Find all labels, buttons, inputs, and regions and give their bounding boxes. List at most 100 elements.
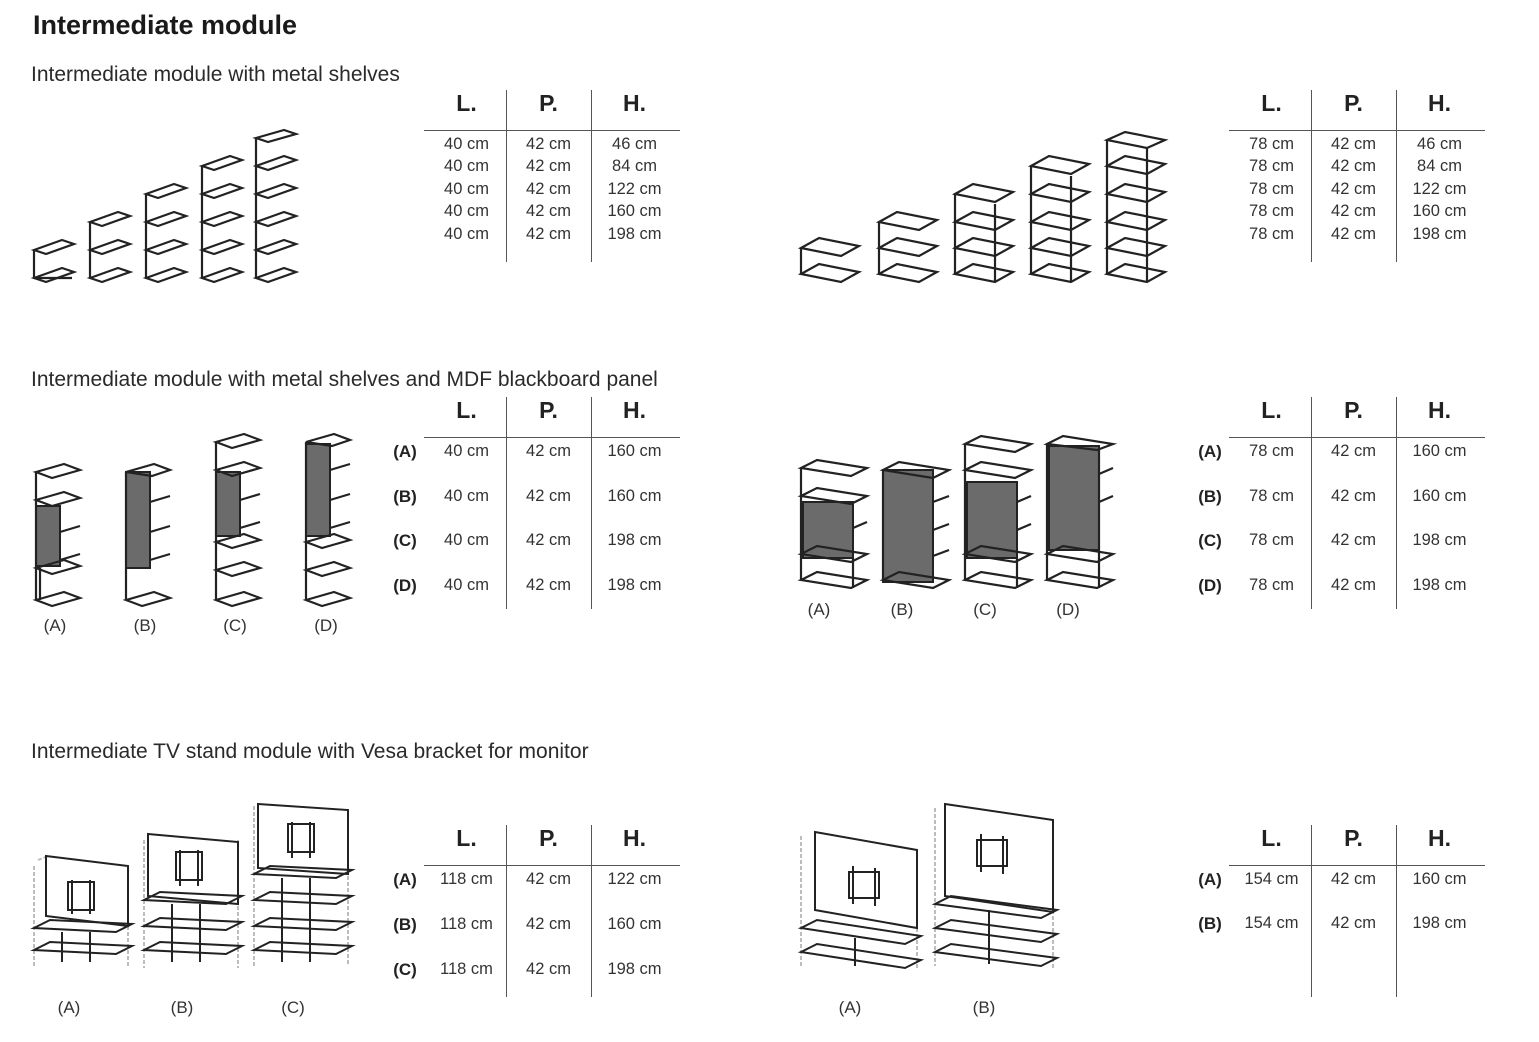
column-header-l: L. <box>456 397 477 423</box>
cell-h: 122 cm <box>607 870 662 888</box>
column-header-p: P. <box>539 90 558 116</box>
cell-h: 160 cm <box>1412 442 1467 460</box>
cell-h: 84 cm <box>612 157 657 176</box>
header-rule <box>1229 865 1485 866</box>
column-header-l: L. <box>456 825 477 851</box>
cell-l: 154 cm <box>1244 914 1299 932</box>
cell-l: 40 cm <box>444 486 489 505</box>
cell-h: 160 cm <box>607 486 662 505</box>
cell-p: 42 cm <box>1331 202 1376 221</box>
illustration-narrow-shelf-units <box>30 128 300 284</box>
column-divider <box>1311 90 1312 262</box>
cell-p: 42 cm <box>526 531 571 550</box>
column-header-p: P. <box>1344 90 1363 116</box>
cell-p: 42 cm <box>526 960 571 978</box>
cell-l: 40 cm <box>444 575 489 594</box>
caption-c: (C) <box>223 616 247 635</box>
illustration-tv-stand-2-modules <box>797 802 1061 970</box>
caption-b: (B) <box>890 600 914 619</box>
cell-p: 42 cm <box>1331 135 1376 153</box>
column-divider <box>591 90 592 262</box>
row-label: (B) <box>393 486 417 506</box>
cell-l: 118 cm <box>440 960 493 978</box>
cell-h: 198 cm <box>607 224 662 243</box>
column-divider <box>506 90 507 262</box>
caption-b: (B) <box>133 616 157 635</box>
illustration-wide-shelf-units <box>797 130 1169 284</box>
row-label: (B) <box>393 915 417 934</box>
caption-a: (A) <box>807 600 831 619</box>
caption-b: (B) <box>170 998 194 1017</box>
cell-l: 78 cm <box>1249 442 1294 460</box>
row-label: (D) <box>1198 575 1222 595</box>
cell-l: 40 cm <box>444 442 489 460</box>
cell-p: 42 cm <box>1331 870 1376 888</box>
cell-p: 42 cm <box>526 179 571 198</box>
column-header-h: H. <box>1428 397 1451 423</box>
cell-h: 198 cm <box>1412 575 1467 594</box>
column-header-h: H. <box>623 397 646 423</box>
column-header-h: H. <box>623 90 646 116</box>
row-label: (A) <box>393 870 417 889</box>
column-divider <box>1311 397 1312 609</box>
illustration-tv-stand-3-modules <box>30 802 356 968</box>
cell-l: 78 cm <box>1249 486 1294 505</box>
row-label: (C) <box>393 960 417 979</box>
cell-l: 40 cm <box>444 224 489 243</box>
cell-p: 42 cm <box>1331 224 1376 243</box>
row-label: (B) <box>1198 486 1222 506</box>
cell-l: 78 cm <box>1249 135 1294 153</box>
table-row: (B) 154 cm 42 cm 198 cm <box>1198 914 1485 936</box>
caption-b: (B) <box>972 998 996 1017</box>
cell-p: 42 cm <box>1331 486 1376 505</box>
cell-p: 42 cm <box>1331 531 1376 550</box>
column-divider <box>1396 90 1397 262</box>
cell-l: 78 cm <box>1249 202 1294 221</box>
column-divider <box>591 397 592 609</box>
cell-h: 46 cm <box>612 135 657 153</box>
cell-l: 40 cm <box>444 531 489 550</box>
table-row: (B) 40 cm 42 cm 160 cm <box>393 486 680 509</box>
cell-l: 40 cm <box>444 202 489 221</box>
cell-h: 160 cm <box>1412 870 1467 888</box>
row-label: (A) <box>1198 442 1222 461</box>
header-rule <box>424 437 680 438</box>
column-header-h: H. <box>1428 825 1451 851</box>
cell-h: 160 cm <box>607 915 662 933</box>
caption-a: (A) <box>57 998 81 1017</box>
column-header-l: L. <box>1261 90 1282 116</box>
column-header-p: P. <box>1344 825 1363 851</box>
cell-p: 42 cm <box>526 486 571 505</box>
cell-h: 198 cm <box>1412 914 1467 932</box>
row-label: (B) <box>1198 914 1222 933</box>
table-row: 78 cm 42 cm 160 cm <box>1229 202 1485 224</box>
cell-l: 40 cm <box>444 157 489 176</box>
column-header-p: P. <box>539 825 558 851</box>
header-rule <box>424 865 680 866</box>
cell-p: 42 cm <box>1331 914 1376 932</box>
cell-l: 78 cm <box>1249 531 1294 550</box>
illustration-wide-panel-units <box>797 434 1118 590</box>
row-label: (A) <box>1198 870 1222 889</box>
section-title-metal-shelves: Intermediate module with metal shelves <box>31 63 400 86</box>
cell-p: 42 cm <box>1331 157 1376 176</box>
column-header-p: P. <box>539 397 558 423</box>
cell-h: 198 cm <box>607 960 662 978</box>
column-header-h: H. <box>1428 90 1451 116</box>
cell-h: 160 cm <box>1412 202 1467 221</box>
cell-p: 42 cm <box>526 442 571 460</box>
